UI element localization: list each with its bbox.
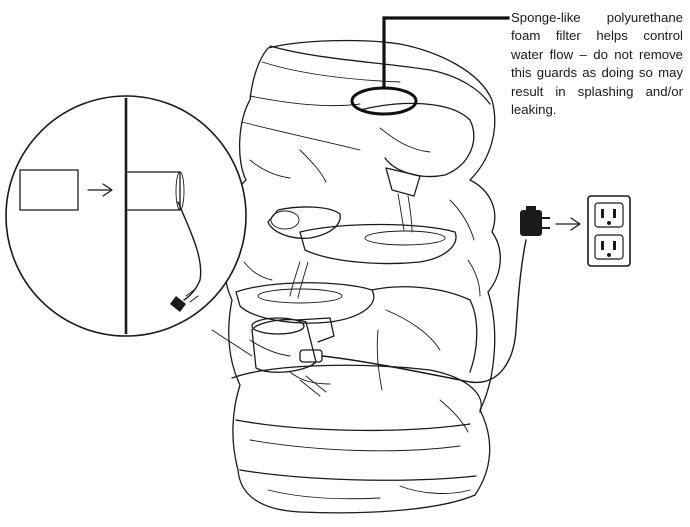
- power-cord: [321, 239, 527, 384]
- arrow-right-icon: [87, 183, 113, 197]
- callout-leader-line: [382, 16, 510, 90]
- arrow-right-icon: [555, 217, 581, 231]
- power-plug-icon: [170, 289, 199, 312]
- water-pump-icon: [251, 317, 335, 397]
- power-plug-icon: [520, 206, 550, 236]
- inset-leader-line: [211, 329, 253, 357]
- foam-filter-ring-icon: [350, 86, 418, 116]
- wall-outlet-icon: [587, 195, 631, 267]
- magnified-connection-inset: [5, 95, 247, 337]
- foam-filter-callout-text: Sponge-like polyurethane foam filter hel…: [511, 10, 683, 118]
